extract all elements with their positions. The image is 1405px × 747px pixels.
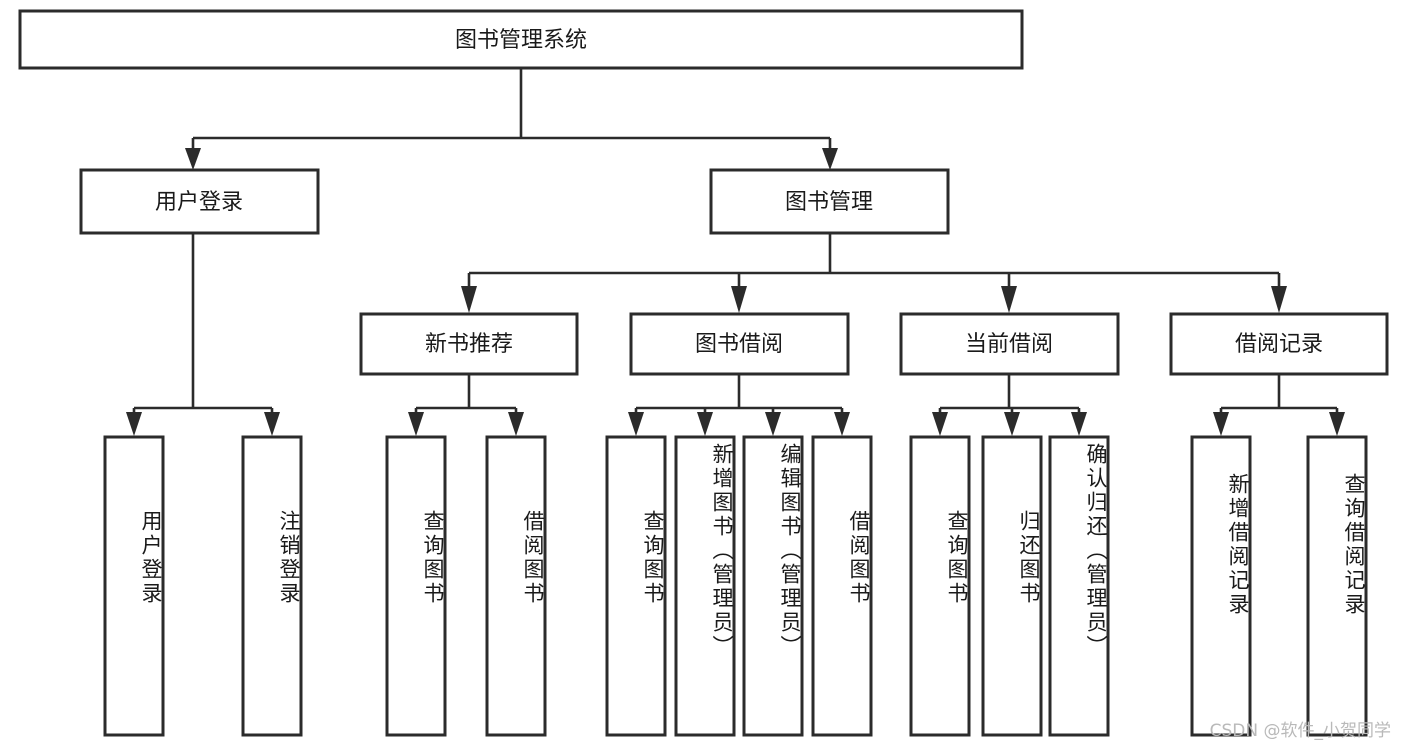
leaf-box-query-book-cur[interactable]	[909, 435, 971, 737]
leaf-box-user-logout[interactable]	[241, 435, 303, 737]
leaf-box-user-login[interactable]	[103, 435, 165, 737]
arrowhead-leaf-return-book	[1004, 412, 1020, 436]
leaf-box-add-record[interactable]	[1190, 435, 1252, 737]
node-user-login[interactable]: 用户登录	[79, 168, 320, 235]
node-root-label: 图书管理系统	[455, 28, 587, 53]
arrowhead-leaf-edit-book	[765, 412, 781, 436]
arrowhead-leaf-query-book-bor	[628, 412, 644, 436]
leaf-box-borrow-book-rec[interactable]	[485, 435, 547, 737]
arrowhead-leaf-user-login	[126, 412, 142, 436]
arrowhead-leaf-borrow-book	[834, 412, 850, 436]
arrowhead-leaf-add-record	[1213, 412, 1229, 436]
arrowhead-leaf-query-record	[1329, 412, 1345, 436]
node-current-borrow[interactable]: 当前借阅	[899, 312, 1120, 376]
leaf-box-add-book[interactable]	[674, 435, 736, 737]
leaf-box-query-book-bor[interactable]	[605, 435, 667, 737]
node-new-book-rec-label: 新书推荐	[425, 332, 513, 357]
arrowhead-borrow-record	[1271, 286, 1287, 313]
node-borrow-record[interactable]: 借阅记录	[1169, 312, 1389, 376]
leaf-box-layer	[103, 435, 1368, 737]
csdn-watermark: CSDN @软件_小贺同学	[1209, 721, 1391, 741]
leaf-box-edit-book[interactable]	[742, 435, 804, 737]
node-root[interactable]: 图书管理系统	[18, 9, 1024, 70]
arrowhead-new-book-rec	[461, 286, 477, 313]
node-book-borrow[interactable]: 图书借阅	[629, 312, 850, 376]
leaf-box-query-record[interactable]	[1306, 435, 1368, 737]
node-new-book-rec[interactable]: 新书推荐	[359, 312, 579, 376]
arrowhead-leaf-query-book-cur	[932, 412, 948, 436]
node-borrow-record-label: 借阅记录	[1235, 332, 1323, 357]
leaf-box-confirm-return[interactable]	[1048, 435, 1110, 737]
connector-layer	[126, 68, 1345, 436]
node-book-borrow-label: 图书借阅	[695, 332, 783, 357]
arrowhead-leaf-query-book-rec	[408, 412, 424, 436]
node-user-login-label: 用户登录	[155, 190, 243, 215]
leaf-box-return-book[interactable]	[981, 435, 1043, 737]
arrowhead-current-borrow	[1001, 286, 1017, 313]
node-current-borrow-label: 当前借阅	[965, 332, 1053, 357]
arrowhead-leaf-borrow-book-rec	[508, 412, 524, 436]
arrowhead-user-login	[185, 148, 201, 170]
arrowhead-leaf-confirm-return	[1071, 412, 1087, 436]
node-book-manage[interactable]: 图书管理	[709, 168, 950, 235]
leaf-box-borrow-book[interactable]	[811, 435, 873, 737]
arrowhead-book-borrow	[731, 286, 747, 313]
arrowhead-leaf-add-book	[697, 412, 713, 436]
leaf-box-query-book-rec[interactable]	[385, 435, 447, 737]
arrowhead-book-manage	[822, 148, 838, 170]
arrowhead-leaf-user-logout	[264, 412, 280, 436]
node-book-manage-label: 图书管理	[785, 190, 873, 215]
node-layer: 图书管理系统 用户登录 图书管理 新书推荐 图书借阅 当前	[18, 9, 1389, 737]
